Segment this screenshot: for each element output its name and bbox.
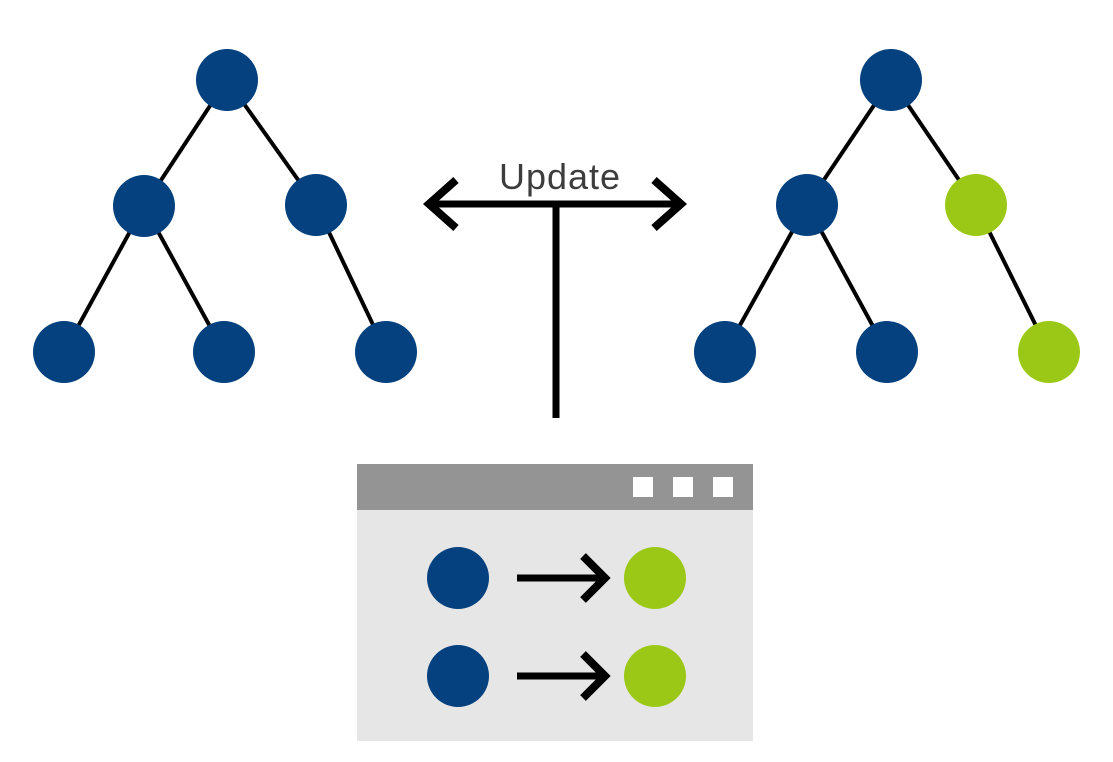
tree-before-leaf3-node bbox=[355, 321, 417, 383]
update-arrow-group: Update bbox=[422, 156, 688, 418]
browser-window-body bbox=[357, 464, 753, 741]
tree-after-leaf3-node-updated bbox=[1018, 321, 1080, 383]
tree-after bbox=[694, 49, 1080, 383]
tree-after-left-child-node bbox=[776, 174, 838, 236]
tree-before-leaf1-node bbox=[33, 321, 95, 383]
tree-after-leaf1-node bbox=[694, 321, 756, 383]
titlebar-button-icon bbox=[673, 477, 693, 497]
tree-before-left-child-node bbox=[113, 175, 175, 237]
tree-after-root-node bbox=[860, 49, 922, 111]
row1-old-node bbox=[427, 547, 489, 609]
tree-before bbox=[33, 49, 417, 383]
browser-window bbox=[357, 464, 753, 741]
tree-after-right-child-node-updated bbox=[945, 174, 1007, 236]
tree-before-leaf2-node bbox=[193, 321, 255, 383]
row2-old-node bbox=[427, 645, 489, 707]
row1-new-node bbox=[624, 547, 686, 609]
row2-new-node bbox=[624, 645, 686, 707]
update-label: Update bbox=[499, 156, 621, 197]
update-arrow-right-head bbox=[651, 177, 688, 231]
titlebar-button-icon bbox=[713, 477, 733, 497]
browser-window-titlebar bbox=[357, 464, 753, 510]
titlebar-button-icon bbox=[633, 477, 653, 497]
update-arrow-left-head bbox=[422, 177, 459, 231]
row2-arrow-head bbox=[580, 651, 611, 701]
update-row-2 bbox=[427, 645, 686, 707]
tree-before-root-node bbox=[196, 49, 258, 111]
tree-after-leaf2-node bbox=[856, 321, 918, 383]
update-row-1 bbox=[427, 547, 686, 609]
row1-arrow-head bbox=[580, 553, 611, 603]
tree-before-right-child-node bbox=[285, 174, 347, 236]
